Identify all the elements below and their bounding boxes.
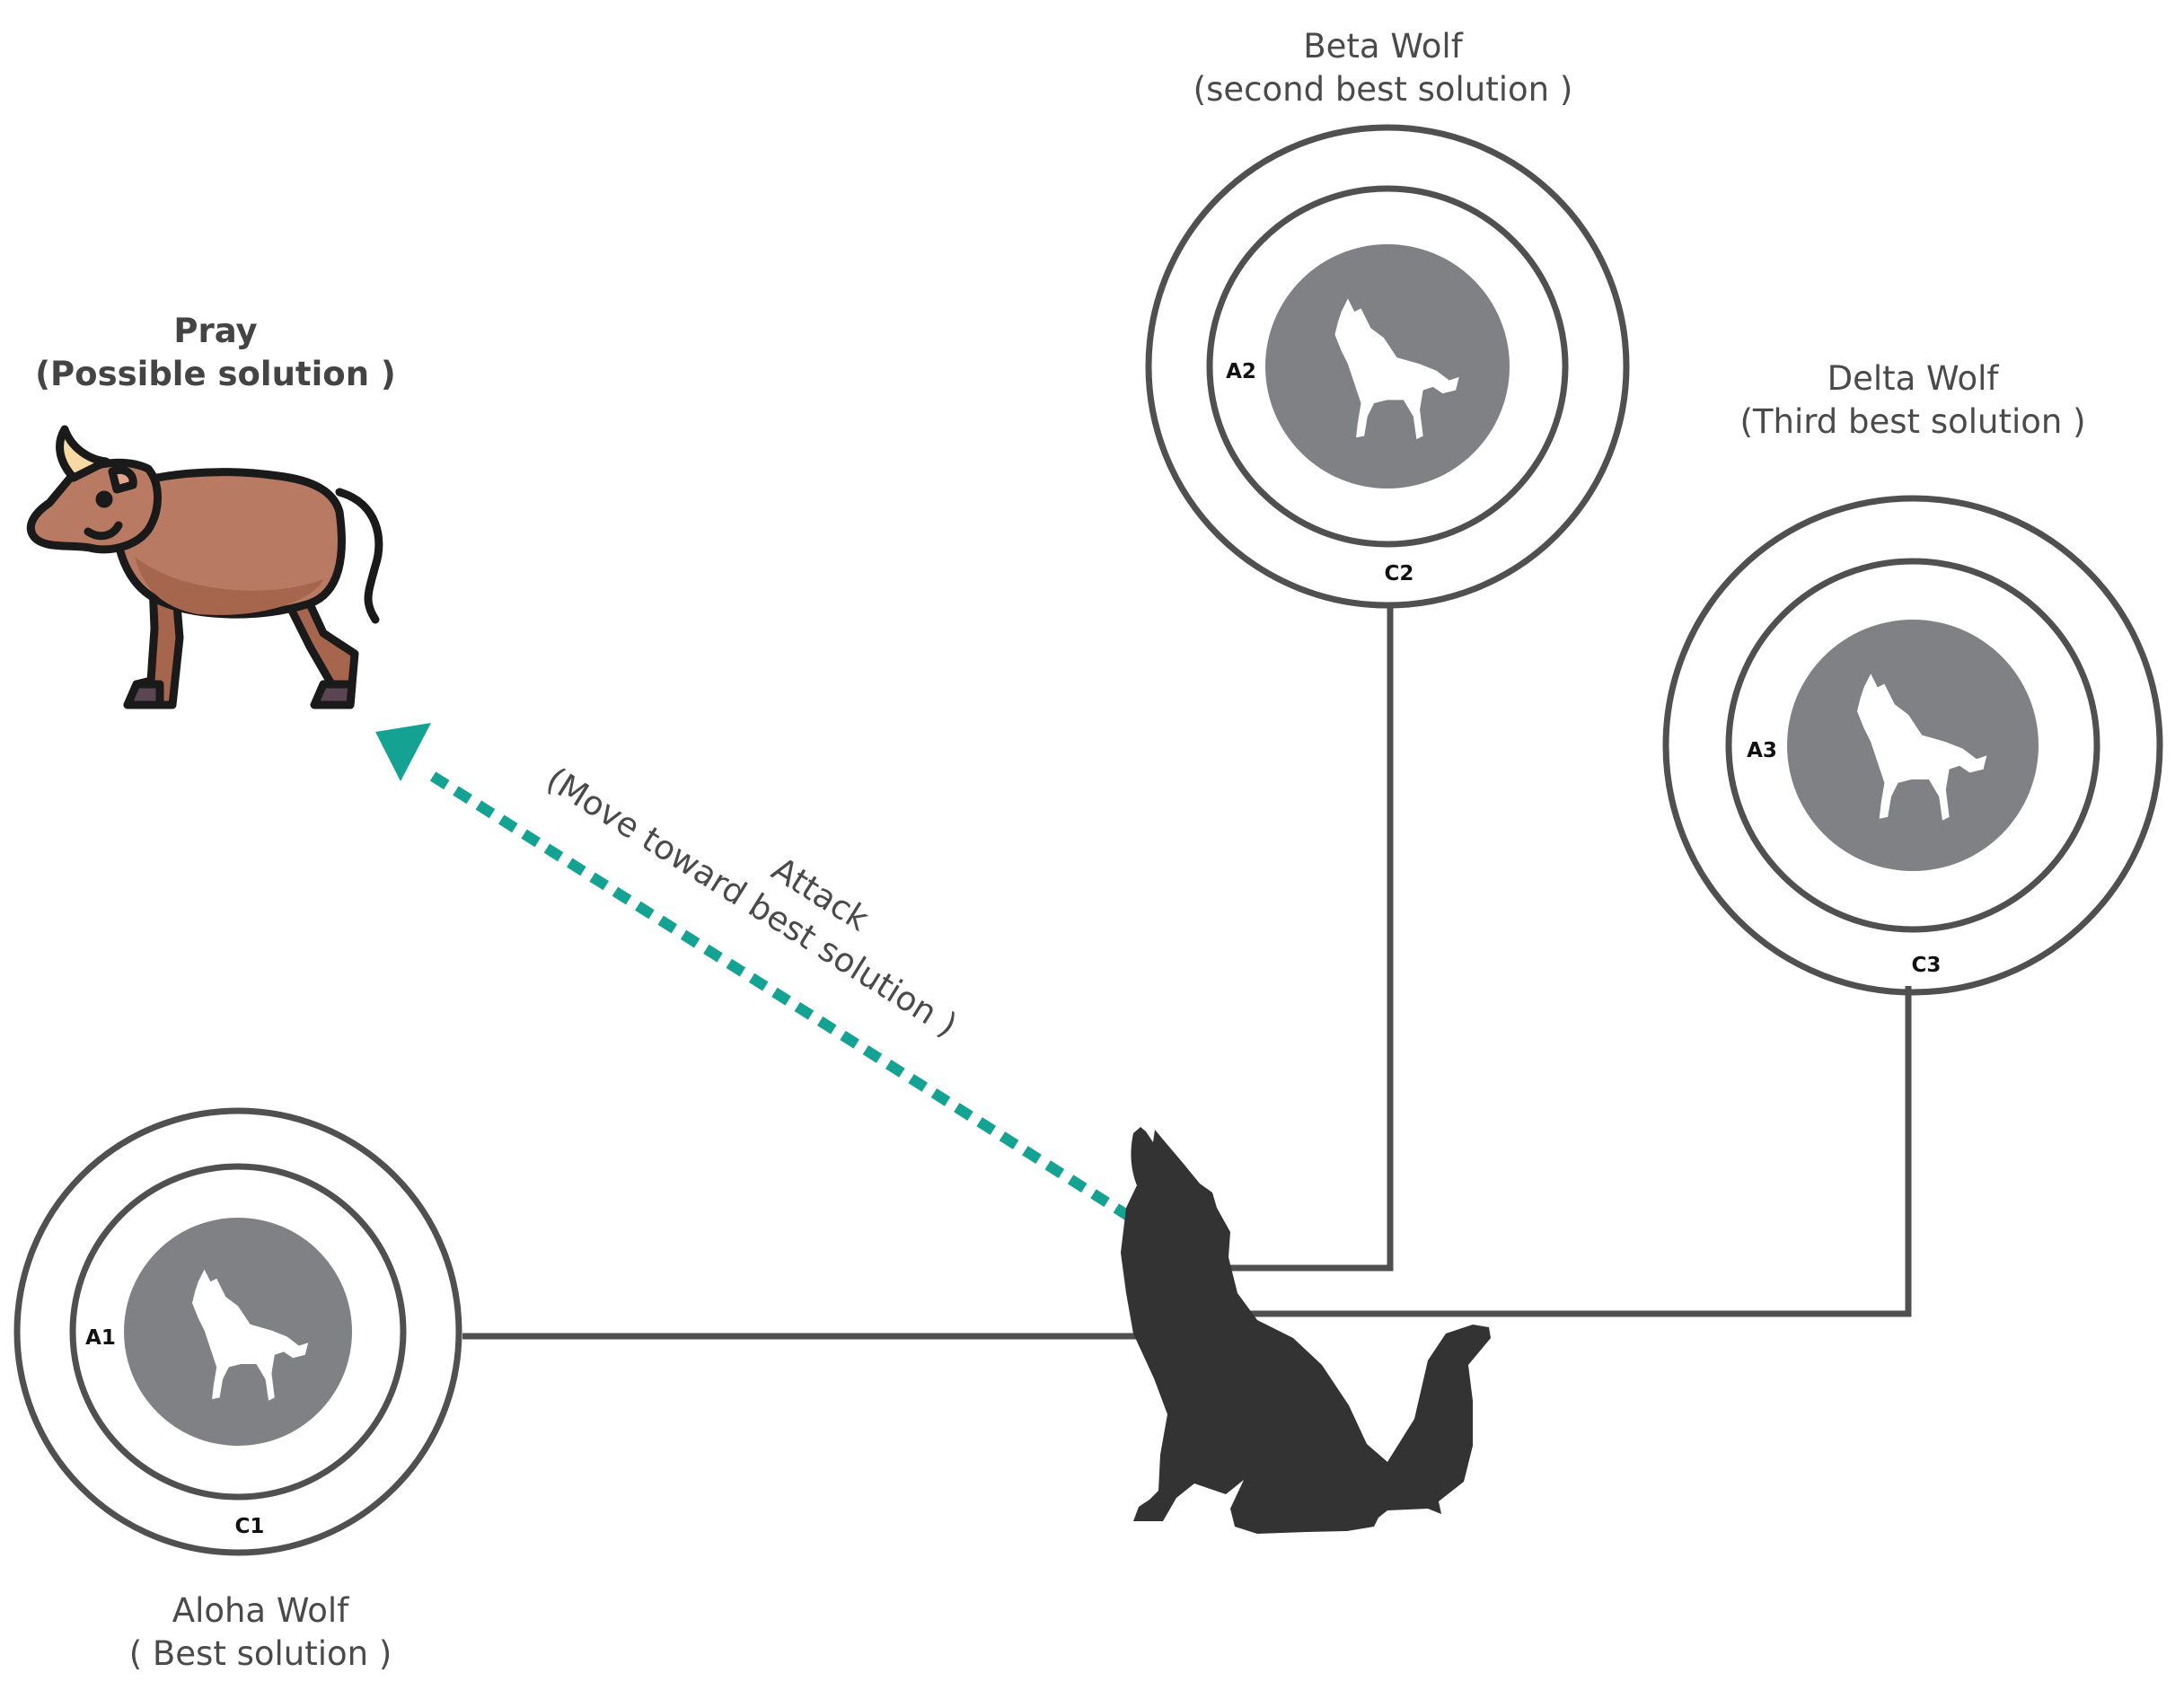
prey-title: Pray [173,312,258,350]
attack-arrow-line [420,765,1133,1222]
beta-wolf-badge: A2 C2 [1145,124,1630,609]
prey-label: Pray (Possible solution ) [35,310,396,396]
delta-wolf-badge: A3 C3 [1662,495,2163,996]
beta-subtitle: (second best solution ) [1193,70,1573,109]
delta-subtitle: (Third best solution ) [1739,402,2086,441]
bull-hind-hoof [310,680,357,709]
alpha-subtitle: ( Best solution ) [128,1634,392,1673]
connector-lines [462,603,1912,1340]
bull-mouth [84,521,123,541]
delta-inner-ring [1725,558,2100,933]
alpha-title: Aloha Wolf [172,1591,349,1630]
bull-belly-shade [135,557,323,615]
beta-label: Beta Wolf (second best solution ) [1193,25,1573,111]
attack-arrow-head [375,723,431,781]
delta-outer-ring [1662,495,2163,996]
beta-connector [1226,603,1394,1272]
bull-icon [26,425,383,709]
attack-subtitle: (Move toward best solution ) [540,760,964,1044]
alpha-c-label: C1 [235,1515,265,1538]
beta-a-label: A2 [1226,360,1256,383]
delta-title: Delta Wolf [1827,359,1999,398]
alpha-wolf-badge: A1 C1 [13,1107,462,1556]
alpha-label: Aloha Wolf ( Best solution ) [129,1589,392,1676]
delta-c-label: C3 [1912,954,1942,977]
bull-horn [56,425,110,482]
howling-wolf-silhouette [1121,1127,1491,1534]
bull-tail [335,488,383,624]
beta-c-label: C2 [1385,562,1414,585]
bull-eye [95,490,113,508]
beta-title: Beta Wolf [1303,27,1463,66]
beta-inner-ring [1206,185,1569,548]
alpha-inner-ring [69,1163,407,1501]
delta-a-label: A3 [1747,739,1777,762]
prey-subtitle: (Possible solution ) [35,355,396,393]
delta-label: Delta Wolf (Third best solution ) [1739,357,2085,444]
attack-arrow [375,723,1133,1222]
alpha-outer-ring [13,1107,462,1556]
alpha-a-label: A1 [85,1326,116,1350]
bull-ear [108,466,137,494]
bull-front-hoof [123,680,164,709]
delta-connector [1228,986,1912,1317]
beta-outer-ring [1145,124,1630,609]
